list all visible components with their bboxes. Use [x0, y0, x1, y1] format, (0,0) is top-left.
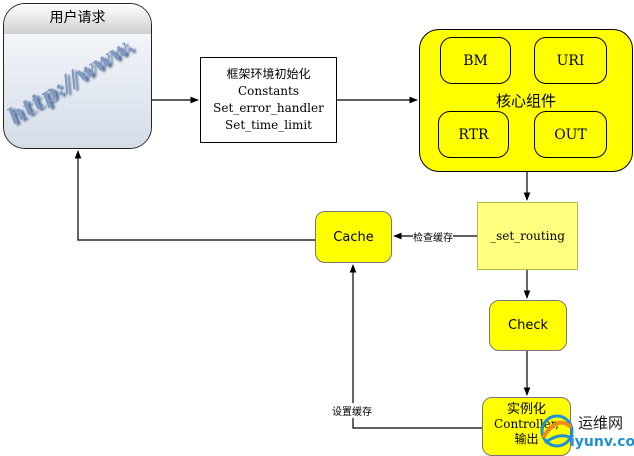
inst-line-1: 实例化 — [506, 402, 546, 417]
init-line-time-limit: Set_time_limit — [225, 118, 312, 132]
core-components-label: 核心组件 — [495, 92, 556, 110]
arrow-cache-to-user — [74, 150, 315, 241]
core-item-uri: URI — [534, 37, 607, 84]
check-node: Check — [489, 300, 567, 351]
core-item-rtr: RTR — [438, 111, 509, 158]
init-title: 框架环境初始化 — [226, 67, 311, 81]
watermark-en-text: iyunv.com — [570, 434, 634, 450]
core-item-bm: BM — [440, 37, 511, 84]
edge-label-set-cache: 设置缓存 — [332, 403, 372, 418]
instantiate-output-node: 实例化 Controller, 输出 — [482, 397, 571, 456]
framework-init-node: 框架环境初始化 Constants Set_error_handler Set_… — [200, 57, 337, 143]
core-item-out: OUT — [534, 111, 607, 158]
edge-label-check-cache: 检查缓存 — [413, 229, 453, 244]
user-request-node: 用户请求 http://www. — [3, 3, 152, 149]
watermark-cn-text: 运维网 — [578, 414, 624, 432]
watermark-swirl-icon — [540, 414, 574, 448]
init-line-constants: Constants — [238, 84, 299, 98]
user-request-title: 用户请求 — [4, 4, 151, 35]
init-line-error-handler: Set_error_handler — [213, 101, 324, 115]
user-request-image: http://www. — [3, 31, 151, 148]
arrow-instantiate-to-cache — [349, 264, 482, 429]
watermark-logo: 运维网 iyunv.com — [538, 410, 634, 456]
http-www-graphic: http://www. — [3, 31, 139, 131]
inst-line-3: 输出 — [514, 432, 539, 446]
core-components-node: BM URI 核心组件 RTR OUT — [419, 29, 633, 172]
set-routing-node: _set_routing — [477, 202, 578, 270]
cache-node: Cache — [315, 211, 392, 263]
